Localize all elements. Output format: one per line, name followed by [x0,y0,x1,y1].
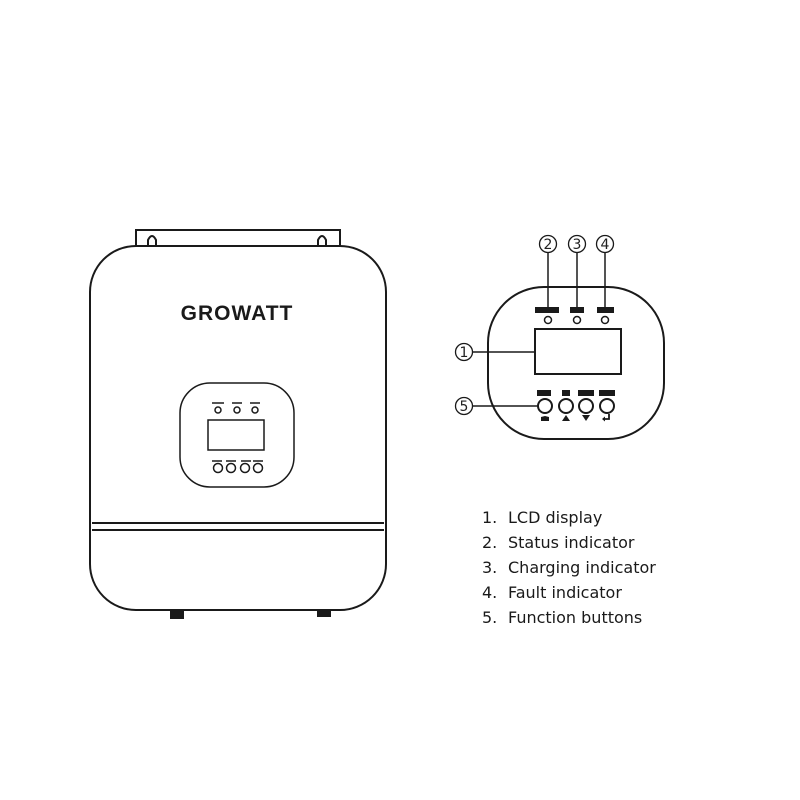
callout-number: 5 [460,399,469,415]
charging-indicator-label [570,307,584,313]
control-panel-small [179,382,295,488]
function-buttons [537,390,615,422]
legend-item: 2. Status indicator [482,530,656,555]
callout-number: 3 [573,237,582,253]
lcd-display-small [207,419,265,451]
foot-left [170,610,184,619]
legend-item: 5. Function buttons [482,605,656,630]
fault-indicator-label [597,307,614,313]
inverter-unit: GROWATT [89,229,387,619]
mounting-bracket [135,229,341,246]
esc-button [537,398,553,414]
panel-outline [487,286,665,440]
esc-icon [541,416,549,421]
down-arrow-icon [582,415,590,421]
lcd-display [534,328,622,375]
legend-label: LCD display [508,508,603,527]
legend-number: 5. [482,608,498,627]
legend-item: 3. Charging indicator [482,555,656,580]
control-panel-detail [454,234,665,440]
up-arrow-icon [562,415,570,421]
enter-icon-head [602,416,605,422]
fault-indicator-led [600,315,610,325]
down-button [578,398,594,414]
bracket-hook-right [317,235,327,246]
callout-lines [473,253,606,407]
up-button [558,398,574,414]
legend-number: 3. [482,558,498,577]
legend-item: 4. Fault indicator [482,580,656,605]
foot-right [317,610,331,617]
callout-circles [454,234,615,416]
legend-label: Fault indicator [508,583,622,602]
enter-button [599,398,615,414]
callout-number: 2 [544,237,553,253]
inverter-housing [89,245,387,611]
buttons-small [212,460,264,474]
charging-indicator-led [572,315,582,325]
brand-logo: GROWATT [181,302,294,325]
status-indicator-label [535,307,559,313]
legend-item: 1. LCD display [482,505,656,530]
callout-number: 4 [601,237,610,253]
legend-number: 4. [482,583,498,602]
indicators-small [212,402,260,414]
legend-list: 1. LCD display 2. Status indicator 3. Charg… [482,505,656,630]
legend-number: 1. [482,508,498,527]
legend-label: Status indicator [508,533,635,552]
bracket-hook-left [147,235,157,246]
indicators [535,307,614,325]
legend-number: 2. [482,533,498,552]
legend-label: Function buttons [508,608,643,627]
legend-label: Charging indicator [508,558,656,577]
status-indicator-led [543,315,553,325]
callout-number: 1 [460,345,469,361]
